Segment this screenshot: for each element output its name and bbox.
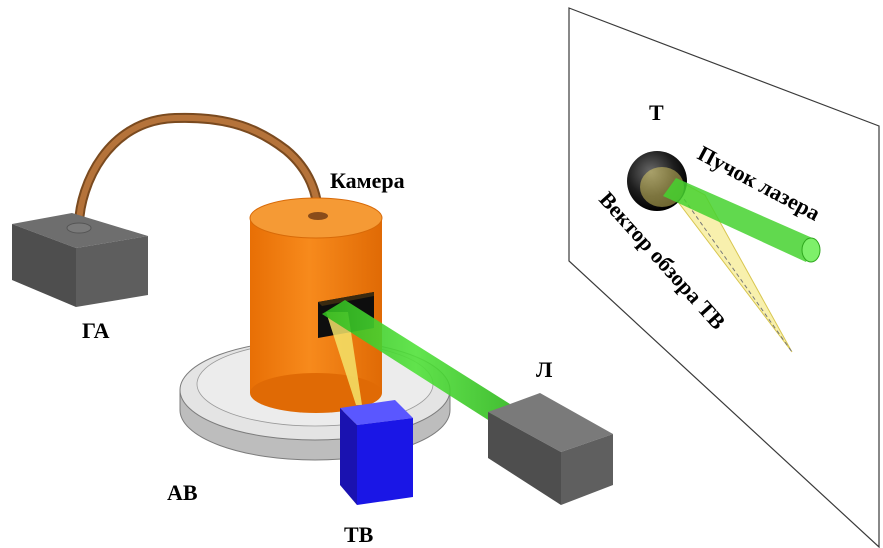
label-camera: Камера	[330, 168, 405, 193]
label-t: Т	[649, 100, 664, 125]
target-screen	[568, 7, 880, 548]
label-l: Л	[536, 357, 553, 382]
label-ga: ГА	[82, 318, 110, 343]
tv-view-cone-in-camera	[326, 312, 362, 405]
gas-apparatus-box-icon	[12, 213, 148, 307]
laser-box-icon	[488, 393, 613, 505]
label-av: АВ	[167, 480, 198, 505]
laser-beam-on-screen	[663, 178, 821, 263]
tv-camera-cube-icon	[340, 400, 413, 505]
label-tv: ТВ	[344, 522, 374, 547]
laser-beam	[322, 300, 510, 425]
cylinder-camera-icon	[249, 197, 383, 413]
hose	[74, 112, 323, 229]
